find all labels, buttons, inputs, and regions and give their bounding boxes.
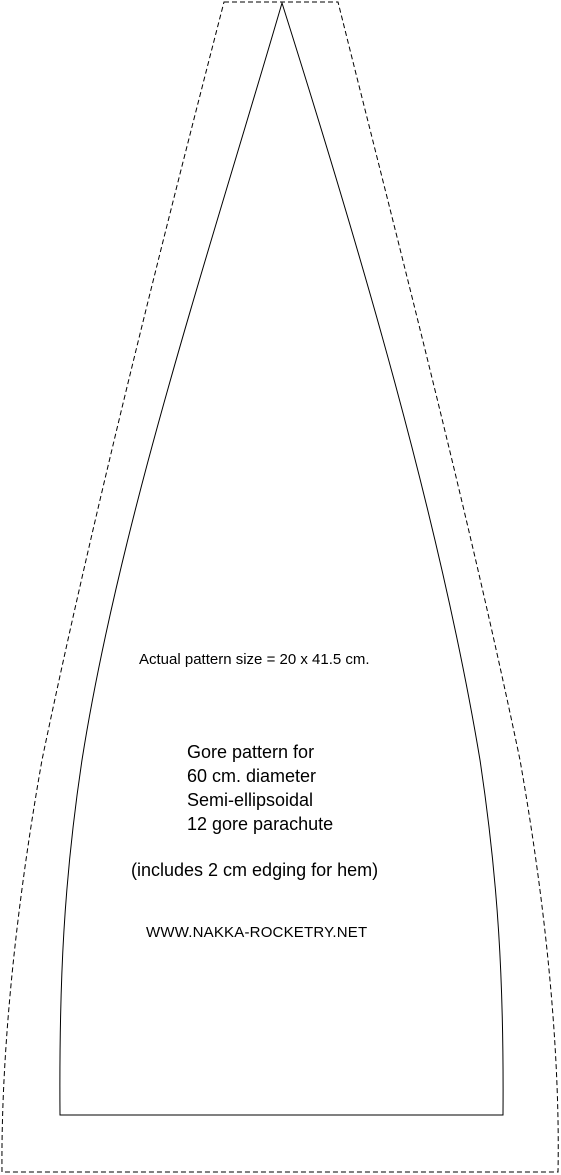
pattern-description: Gore pattern for 60 cm. diameter Semi-el…: [187, 740, 333, 836]
description-line: 12 gore parachute: [187, 814, 334, 834]
pattern-size-note: Actual pattern size = 20 x 41.5 cm.: [139, 651, 370, 668]
seam-line-solid: [59, 1, 504, 1116]
description-line: Semi-ellipsoidal: [187, 790, 314, 810]
description-line: 60 cm. diameter: [187, 766, 317, 786]
website-label: WWW.NAKKA-ROCKETRY.NET: [146, 924, 368, 941]
hem-note: (includes 2 cm edging for hem): [131, 860, 379, 880]
description-line: Gore pattern for: [187, 742, 315, 762]
